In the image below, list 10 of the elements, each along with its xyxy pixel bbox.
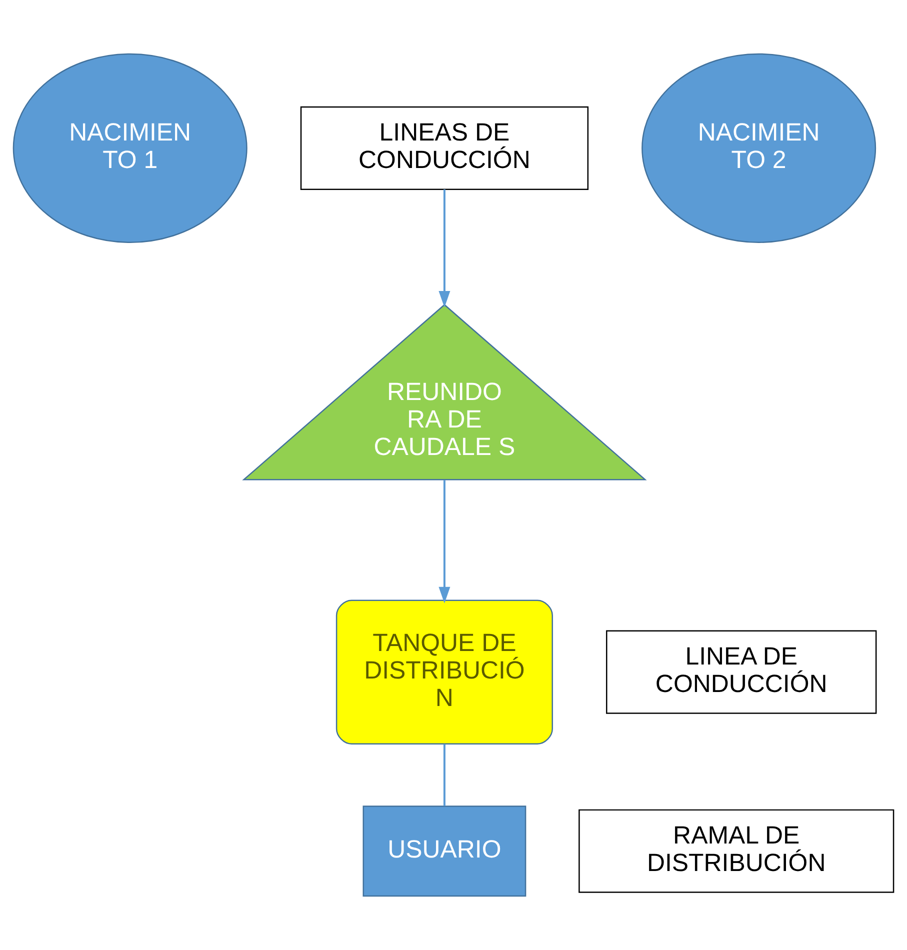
node-box: USUARIO bbox=[362, 806, 526, 897]
connector bbox=[443, 744, 446, 806]
node-ellipse: NACIMIEN TO 1 bbox=[12, 53, 248, 243]
node-box: TANQUE DE DISTRIBUCIÓ N bbox=[336, 600, 553, 744]
arrow bbox=[438, 480, 450, 604]
node-box: RAMAL DE DISTRIBUCIÓN bbox=[578, 809, 894, 893]
node-box: LINEAS DE CONDUCCIÓN bbox=[300, 106, 589, 190]
node-ellipse: NACIMIEN TO 2 bbox=[642, 53, 876, 243]
node-box: LINEA DE CONDUCCIÓN bbox=[606, 630, 877, 714]
arrow bbox=[438, 189, 450, 308]
